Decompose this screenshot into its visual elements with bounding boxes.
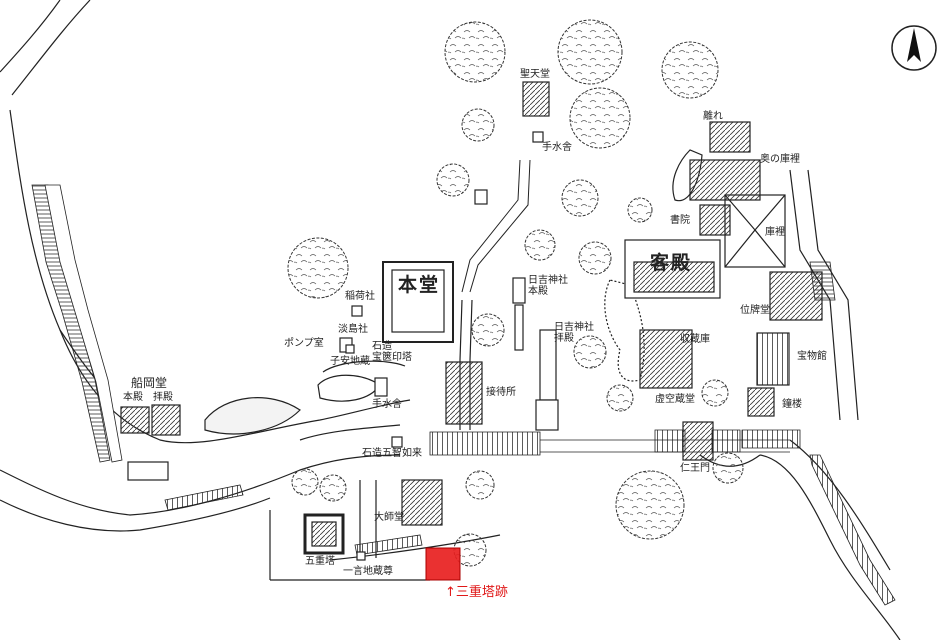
sanjunoto-site-marker <box>425 547 461 581</box>
label-honden: 本殿 <box>123 392 143 403</box>
label-funaoka-do: 船岡堂 <box>131 376 168 390</box>
hondo-building <box>382 261 454 343</box>
label-shotendo: 聖天堂 <box>520 69 550 80</box>
walls <box>31 184 896 606</box>
label-hondo: 本堂 <box>398 274 441 296</box>
label-sekizo-gochi-nyorai: 石造五智如来 <box>362 448 422 459</box>
label-shuzoko: 収蔵庫 <box>680 334 710 345</box>
label-chozuya-north: 手水舎 <box>542 142 572 153</box>
gojunoto-building <box>303 513 345 555</box>
label-kyakuden: 客殿 <box>650 252 693 274</box>
label-sekizo-hokyoin-to: 石造 宝篋印塔 <box>372 341 412 363</box>
roads <box>0 0 901 640</box>
label-hie-honden: 日吉神社 本殿 <box>528 275 568 297</box>
niomon-building <box>682 421 714 461</box>
haiden-building <box>151 404 181 436</box>
label-hanare: 離れ <box>703 111 723 122</box>
buildings <box>120 81 823 561</box>
label-sanjunoto-ato: ↑三重塔跡 <box>445 585 508 600</box>
label-pump-room: ポンプ室 <box>284 338 324 349</box>
label-haiden: 拝殿 <box>153 392 173 403</box>
label-koyasu-jizo: 子安地蔵 <box>330 356 370 367</box>
label-kuri: 庫裡 <box>765 227 785 238</box>
label-oku-no-kuri: 奥の庫裡 <box>760 154 800 165</box>
honden-building <box>120 406 150 434</box>
label-daishido: 大師堂 <box>374 512 404 523</box>
shotendo-building <box>522 81 550 117</box>
label-chozuya-south: 手水舎 <box>372 399 402 410</box>
homotsukan-building <box>756 332 790 386</box>
label-ichigon-jizoson: 一言地蔵尊 <box>343 566 393 577</box>
ihaido-building <box>769 271 823 321</box>
label-ihaido: 位牌堂 <box>740 305 770 316</box>
hie-honden-building <box>512 277 526 304</box>
label-shoin: 書院 <box>670 215 690 226</box>
label-settaisho: 接待所 <box>486 387 516 398</box>
shuzoko-building <box>639 329 693 389</box>
north-arrow-icon <box>891 25 937 71</box>
settaisho-building <box>445 361 483 425</box>
label-gojunoto: 五重塔 <box>305 556 335 567</box>
shoro-building <box>747 387 775 417</box>
label-awashima-sha: 淡島社 <box>338 324 368 335</box>
daishido-building <box>401 479 443 526</box>
label-inari-sha: 稲荷社 <box>345 291 375 302</box>
trees <box>287 19 744 567</box>
label-homotsukan: 宝物館 <box>797 351 827 362</box>
label-shoro: 鐘楼 <box>782 399 802 410</box>
label-niomon: 仁王門 <box>680 463 710 474</box>
label-kokuzo-zodo: 虚空蔵堂 <box>655 394 695 405</box>
label-hie-haiden: 日吉神社 拝殿 <box>554 322 594 344</box>
